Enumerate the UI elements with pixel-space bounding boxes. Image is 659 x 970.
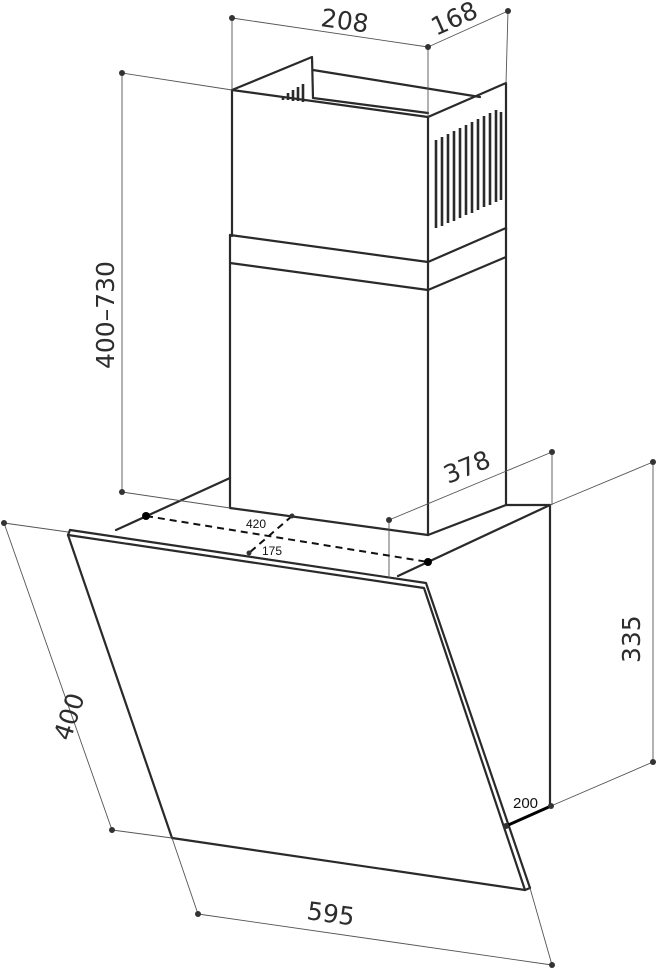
label-mount-width: 420 <box>246 517 266 531</box>
label-chimney-height: 400–730 <box>91 261 120 369</box>
dimension-labels: 208 168 400–730 378 420 175 335 400 200 … <box>48 0 646 932</box>
label-glass-offset: 200 <box>513 795 538 812</box>
label-glass-height: 400 <box>48 690 90 744</box>
side-vent-slots <box>434 110 503 228</box>
glass-panel <box>66 528 532 892</box>
chimney-lower <box>228 226 508 537</box>
label-base-depth: 378 <box>439 445 494 490</box>
base-plate <box>114 476 552 807</box>
label-mount-depth: 175 <box>262 544 282 558</box>
label-total-width: 595 <box>305 896 356 931</box>
back-vent-slots <box>281 84 305 102</box>
chimney-upper <box>230 55 508 264</box>
label-chimney-width: 208 <box>319 3 370 38</box>
dimension-lines <box>1 8 656 968</box>
label-body-height: 335 <box>617 615 646 663</box>
